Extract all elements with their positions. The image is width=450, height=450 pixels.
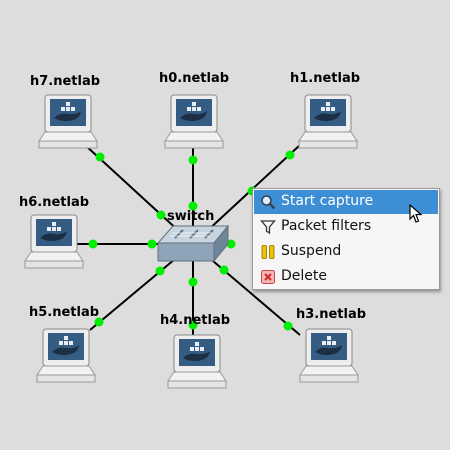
host-h4-label: h4.netlab	[160, 313, 231, 328]
host-h6-icon[interactable]	[24, 214, 84, 269]
host-h7-label: h7.netlab	[30, 74, 101, 89]
host-h4-icon[interactable]	[167, 334, 227, 389]
host-h5-label: h5.netlab	[29, 305, 100, 320]
port-sw-right	[226, 239, 236, 249]
port-h0-switch	[188, 201, 198, 211]
pause-icon	[261, 245, 275, 259]
magnifier-icon	[261, 195, 276, 210]
host-h3-icon[interactable]	[299, 328, 359, 383]
port-h7-host	[95, 152, 105, 162]
port-h3-host	[283, 321, 293, 331]
menu-item-suspend[interactable]: Suspend	[254, 240, 438, 264]
host-h1-icon[interactable]	[298, 94, 358, 149]
host-h0-label: h0.netlab	[159, 71, 230, 86]
menu-item-label: Start capture	[281, 193, 374, 209]
menu-item-label: Suspend	[281, 243, 342, 259]
port-h6-host	[88, 239, 98, 249]
menu-item-label: Delete	[281, 268, 327, 284]
switch-label: switch	[167, 209, 215, 224]
port-h5-host	[94, 317, 104, 327]
host-h0-icon[interactable]	[164, 94, 224, 149]
port-h4-switch	[188, 277, 198, 287]
delete-icon	[261, 270, 275, 284]
mouse-cursor-icon	[409, 204, 423, 223]
menu-item-delete[interactable]: Delete	[254, 265, 438, 289]
host-h1-label: h1.netlab	[290, 71, 361, 86]
funnel-icon	[260, 220, 276, 235]
host-h3-label: h3.netlab	[296, 307, 367, 322]
host-h7-icon[interactable]	[38, 94, 98, 149]
menu-item-start-capture[interactable]: Start capture	[254, 190, 438, 214]
port-h0-host	[188, 155, 198, 165]
context-menu: Start capture Packet filters Suspend Del…	[252, 188, 440, 290]
port-h1-host	[285, 150, 295, 160]
port-h3-switch	[219, 265, 229, 275]
switch-icon[interactable]	[156, 224, 230, 263]
port-h4-host	[188, 320, 198, 330]
menu-item-label: Packet filters	[281, 218, 372, 234]
port-h7-switch	[156, 210, 166, 220]
host-h6-label: h6.netlab	[19, 195, 90, 210]
port-h5-switch	[155, 266, 165, 276]
menu-item-packet-filters[interactable]: Packet filters	[254, 215, 438, 239]
host-h5-icon[interactable]	[36, 328, 96, 383]
port-h6-switch	[147, 239, 157, 249]
